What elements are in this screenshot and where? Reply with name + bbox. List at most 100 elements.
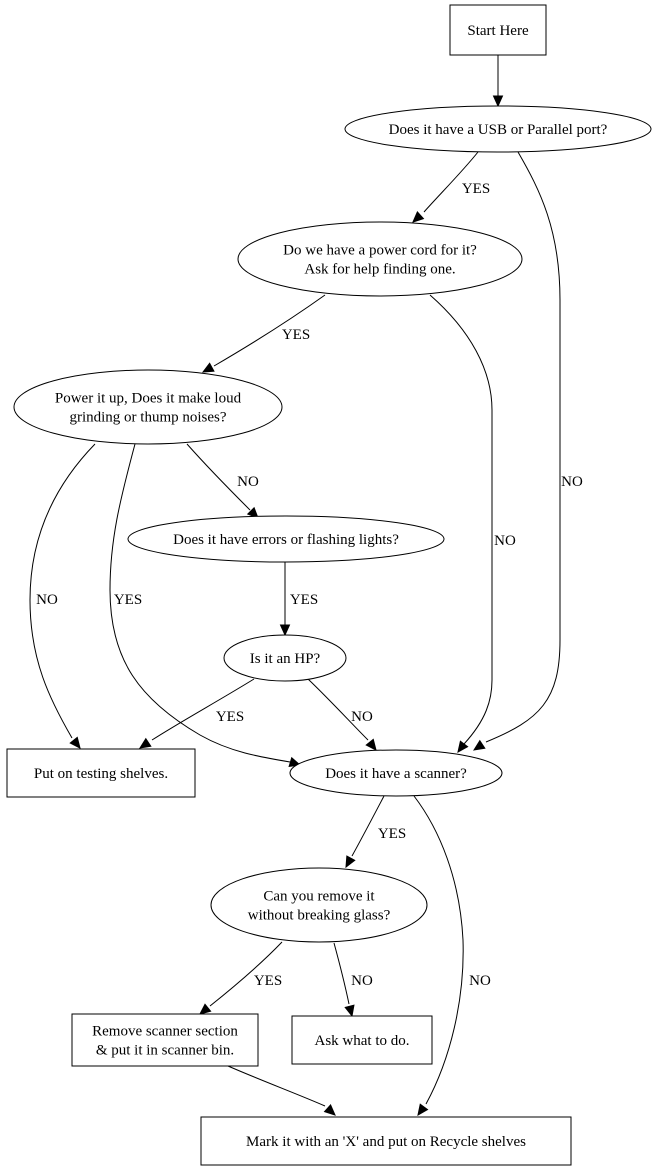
node-ellipse <box>13 369 283 445</box>
node-box <box>200 1116 572 1166</box>
node-ellipse <box>289 749 503 797</box>
node-label: Does it have errors or flashing lights? <box>173 532 399 548</box>
edge-glass-to-ask <box>333 942 355 1018</box>
edge-label-yes: YES <box>216 709 244 725</box>
node-label: Remove scanner section <box>92 1024 238 1040</box>
edge-usb-to-scanner <box>472 151 561 751</box>
edge-glass-to-remove <box>199 941 283 1015</box>
node-label: without breaking glass? <box>248 908 391 924</box>
node-label: Is it an HP? <box>250 651 321 667</box>
edge-label-no: NO <box>351 973 373 989</box>
arrowhead-icon <box>138 737 152 749</box>
edge-line <box>209 941 283 1007</box>
node-recycle: Mark it with an 'X' and put on Recycle s… <box>200 1116 572 1166</box>
edge-label-no: NO <box>494 533 516 549</box>
node-box <box>291 1015 433 1065</box>
arrowhead-icon <box>412 211 425 223</box>
edge-line <box>333 942 350 1005</box>
node-ellipse <box>223 634 347 682</box>
edge-line <box>186 443 251 511</box>
arrowhead-icon <box>201 362 215 373</box>
edge-line <box>429 294 493 745</box>
arrowhead-icon <box>279 624 291 637</box>
node-noise: Power it up, Does it make loud grinding o… <box>13 369 283 445</box>
node-errors: Does it have errors or flashing lights? <box>127 515 445 563</box>
arrowhead-icon <box>417 1103 429 1116</box>
node-label: & put it in scanner bin. <box>96 1043 234 1059</box>
edge-line <box>351 795 385 857</box>
node-box <box>449 4 547 56</box>
arrowhead-icon <box>365 738 377 751</box>
arrowhead-icon <box>345 855 356 869</box>
edge-errors-to-hp <box>279 562 291 637</box>
node-label: Does it have a USB or Parallel port? <box>389 122 608 138</box>
edge-line <box>151 678 255 741</box>
edge-power-to-scanner <box>429 294 493 753</box>
edge-label-yes: YES <box>254 973 282 989</box>
edge-labels-layer: YES NO YES NO NO YES NO YES YES NO YES NO YES NO <box>36 181 583 989</box>
arrowhead-icon <box>199 1003 212 1015</box>
node-ellipse <box>237 221 523 297</box>
edge-label-no: NO <box>36 592 58 608</box>
node-label: Does it have a scanner? <box>325 766 467 782</box>
node-box <box>6 748 196 798</box>
node-ask: Ask what to do. <box>291 1015 433 1065</box>
node-start: Start Here <box>449 4 547 56</box>
edge-label-no: NO <box>237 474 259 490</box>
node-hp: Is it an HP? <box>223 634 347 682</box>
node-label: Put on testing shelves. <box>34 766 168 782</box>
node-label: Power it up, Does it make loud <box>55 391 242 407</box>
edge-line <box>227 1065 326 1107</box>
edge-scanner-to-recycle <box>413 795 464 1116</box>
node-label: Ask for help finding one. <box>304 262 455 278</box>
edge-label-yes: YES <box>290 592 318 608</box>
node-label: Mark it with an 'X' and put on Recycle s… <box>246 1134 526 1150</box>
edge-noise-to-testing <box>29 443 96 749</box>
edge-line <box>29 443 96 739</box>
edge-line <box>485 151 561 743</box>
node-glass: Can you remove it without breaking glass? <box>210 867 428 943</box>
edge-power-to-noise <box>201 294 326 373</box>
edge-start-to-usb <box>492 55 504 108</box>
node-scanner: Does it have a scanner? <box>289 749 503 797</box>
node-label: grinding or thump noises? <box>69 410 226 426</box>
edge-line <box>109 443 291 763</box>
edge-line <box>213 294 326 367</box>
edge-hp-to-scanner <box>307 678 377 751</box>
node-label: Do we have a power cord for it? <box>283 243 477 259</box>
edge-hp-to-testing <box>138 678 255 749</box>
node-ellipse <box>344 105 652 153</box>
edge-scanner-to-glass <box>345 795 385 869</box>
edge-label-no: NO <box>469 973 491 989</box>
node-label: Can you remove it <box>263 889 375 905</box>
arrowhead-icon <box>344 1004 355 1018</box>
edge-label-yes: YES <box>462 181 490 197</box>
edge-usb-to-power <box>412 151 479 223</box>
edge-label-no: NO <box>351 709 373 725</box>
arrowhead-icon <box>492 95 504 108</box>
edge-remove-to-recycle <box>227 1065 336 1116</box>
edge-line <box>413 795 464 1105</box>
node-power: Do we have a power cord for it? Ask for h… <box>237 221 523 297</box>
edges-layer <box>29 55 561 1116</box>
arrowhead-icon <box>69 736 81 749</box>
node-usb: Does it have a USB or Parallel port? <box>344 105 652 153</box>
node-testing: Put on testing shelves. <box>6 748 196 798</box>
edge-label-yes: YES <box>378 826 406 842</box>
edge-label-no: NO <box>561 474 583 490</box>
edge-line <box>423 151 479 213</box>
node-label: Ask what to do. <box>315 1033 410 1049</box>
node-box <box>71 1013 259 1067</box>
arrowhead-icon <box>323 1104 336 1116</box>
arrowhead-icon <box>472 739 486 751</box>
edge-label-yes: YES <box>282 327 310 343</box>
node-remove: Remove scanner section & put it in scanne… <box>71 1013 259 1067</box>
edge-line <box>307 678 369 741</box>
edge-label-yes: YES <box>114 592 142 608</box>
node-ellipse <box>210 867 428 943</box>
arrowhead-icon <box>457 740 469 753</box>
node-label: Start Here <box>467 23 529 39</box>
node-ellipse <box>127 515 445 563</box>
